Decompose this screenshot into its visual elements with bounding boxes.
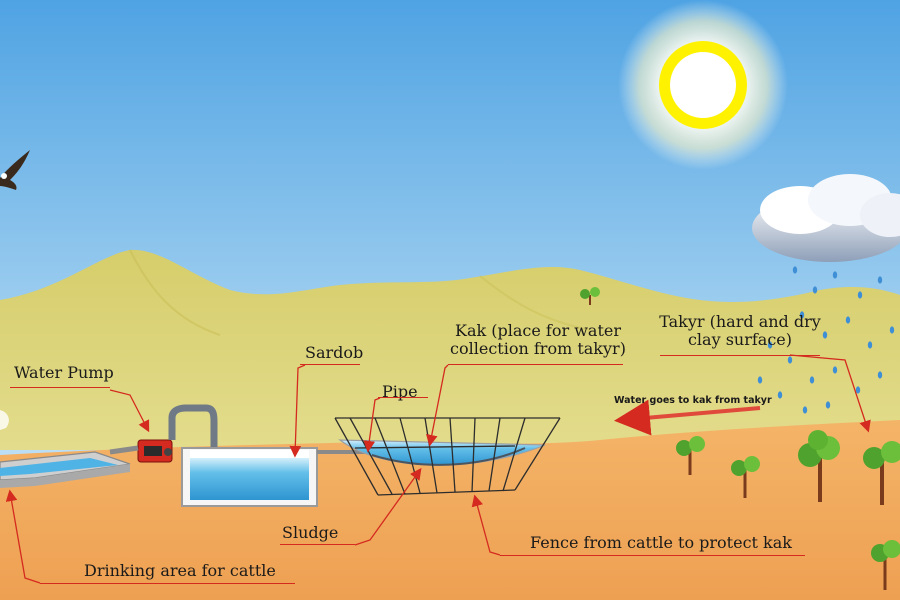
tree-icon	[871, 540, 900, 590]
drinking-trough	[0, 451, 131, 488]
label-kak-line1: Kak (place for water	[455, 321, 621, 340]
label-sludge: Sludge	[282, 523, 339, 542]
underline-water-pump	[10, 387, 110, 389]
sardob-tank	[181, 447, 318, 507]
tree-icon	[731, 456, 760, 498]
label-water-pump: Water Pump	[14, 363, 114, 382]
label-drinking-area: Drinking area for cattle	[84, 561, 276, 580]
label-takyr-line2: clay surface)	[687, 330, 793, 350]
bird-icon	[0, 150, 30, 190]
underline-kak	[448, 364, 623, 366]
pump-pipe	[168, 404, 218, 485]
rain-drops	[757, 266, 895, 414]
underline-fence	[500, 555, 805, 557]
underline-pipe	[378, 397, 428, 399]
underline-drinking-area	[40, 583, 295, 585]
label-takyr: Takyr (hard and dry clay surface)	[655, 312, 825, 350]
label-fence: Fence from cattle to protect kak	[530, 533, 792, 552]
cloud-icon	[752, 174, 900, 262]
tree-icon	[580, 287, 600, 305]
sun-icon	[618, 0, 788, 170]
tree-icon	[798, 430, 840, 502]
label-pipe: Pipe	[382, 382, 418, 401]
underline-sardob	[300, 364, 360, 366]
cattle-hint	[0, 410, 9, 430]
sand-dunes	[0, 249, 900, 450]
label-kak: Kak (place for water collection from tak…	[448, 321, 628, 359]
tree-icon	[863, 441, 900, 505]
underline-sludge	[280, 544, 355, 546]
label-kak-line2: collection from takyr)	[450, 339, 626, 359]
flow-arrow	[614, 399, 761, 436]
leader-lines	[5, 354, 871, 584]
tree-icon	[676, 436, 705, 475]
pump-icon	[109, 439, 173, 463]
label-sardob: Sardob	[305, 343, 364, 362]
label-takyr-line1: Takyr (hard and dry	[659, 312, 821, 331]
underline-takyr	[660, 355, 820, 357]
label-flow-note: Water goes to kak from takyr	[614, 395, 772, 406]
